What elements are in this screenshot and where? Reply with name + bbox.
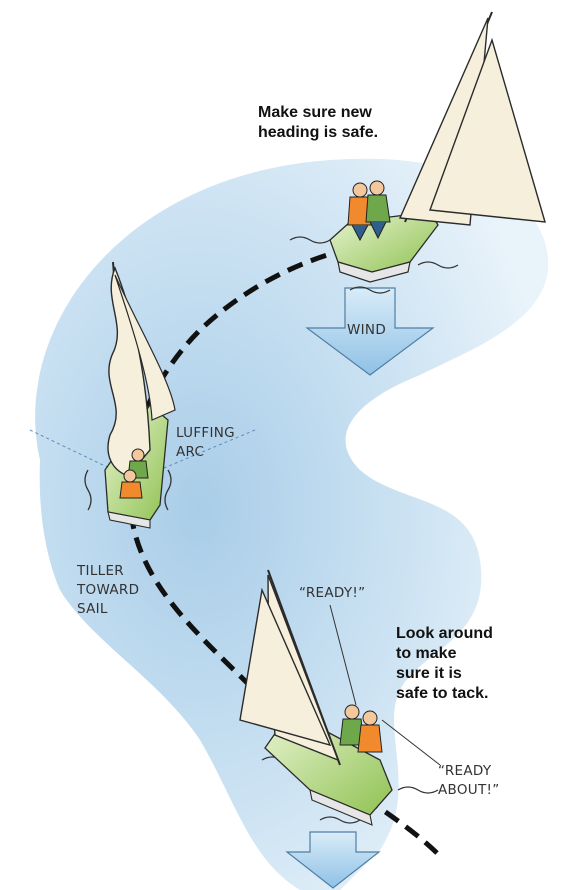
ready-about-label: “READY ABOUT!” <box>438 762 500 800</box>
tiller-label: TILLER TOWARD SAIL <box>77 562 139 619</box>
ready-label: “READY!” <box>299 584 365 603</box>
luffing-arc-label: LUFFING ARC <box>176 424 235 462</box>
caption-bottom: Look around to make sure it is safe to t… <box>396 624 493 704</box>
wind-label: WIND <box>347 321 386 340</box>
caption-top: Make sure new heading is safe. <box>258 103 378 143</box>
